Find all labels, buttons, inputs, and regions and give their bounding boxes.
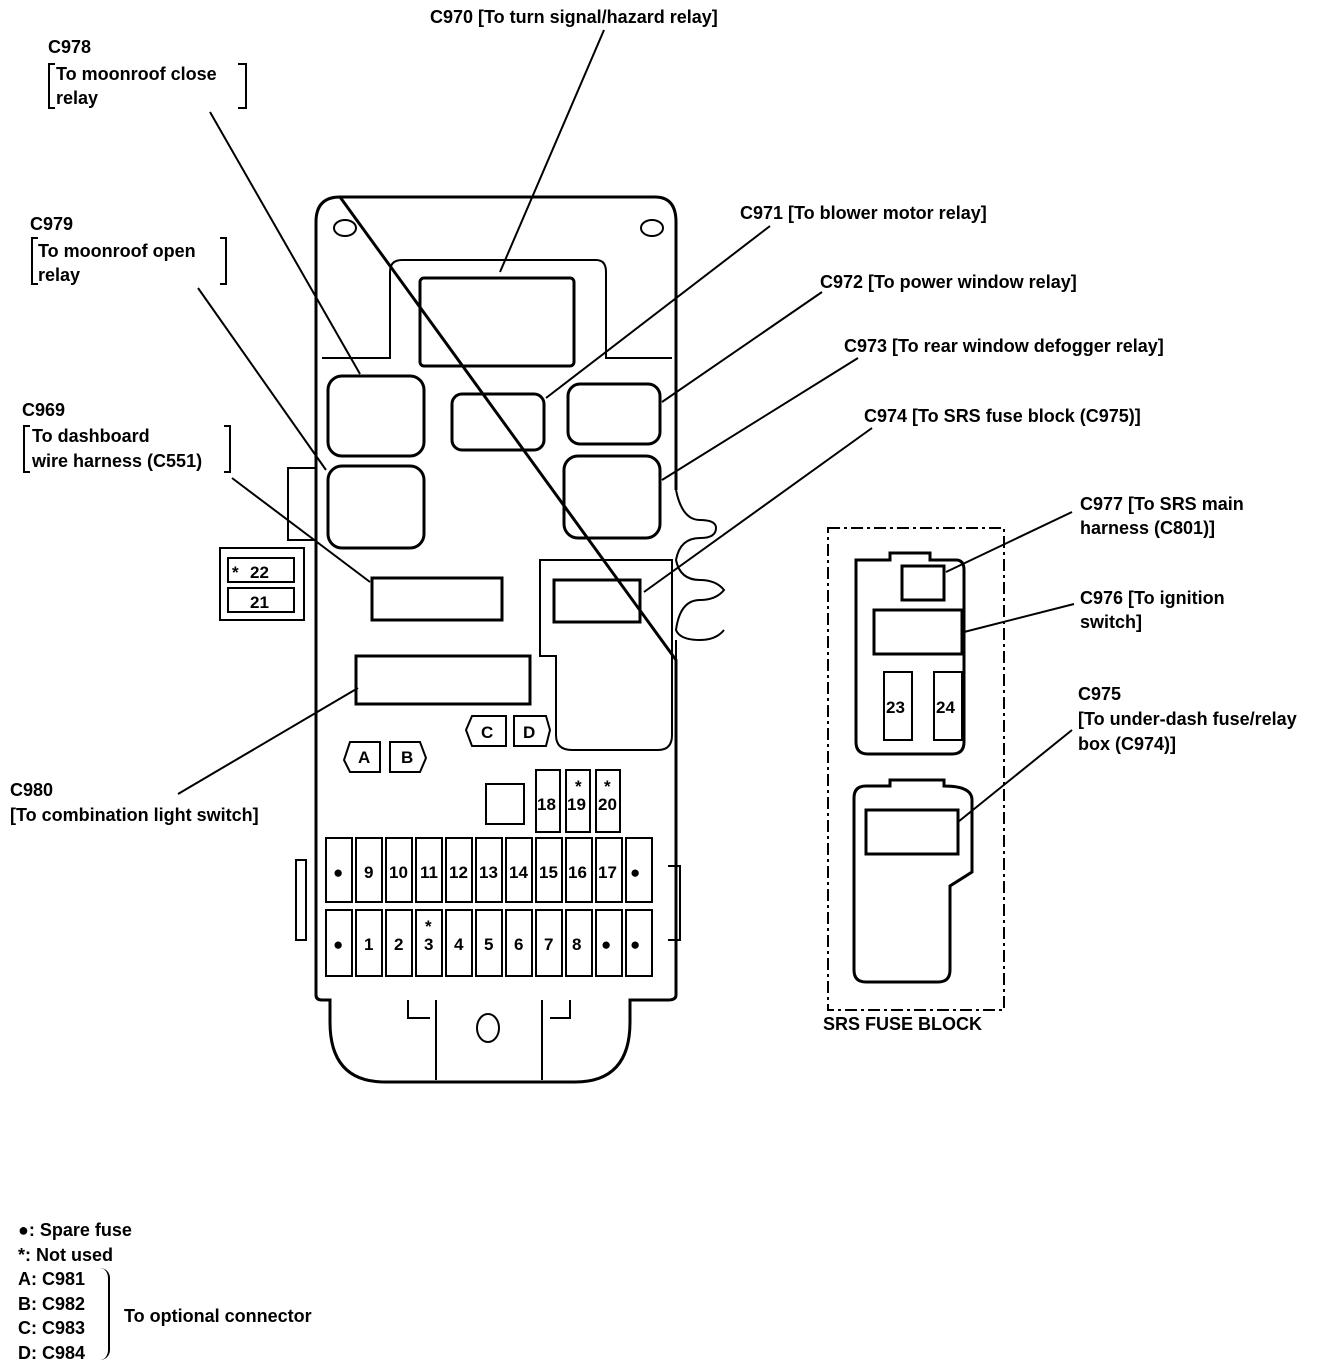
- callout-c971: C971 [To blower motor relay]: [740, 203, 987, 223]
- legend-d: D: C984: [18, 1342, 86, 1363]
- fuse-14: 14: [509, 863, 528, 882]
- callout-c979-line2: relay: [38, 265, 80, 285]
- fuse-2: 2: [394, 935, 403, 954]
- fuse-18: 18: [537, 795, 556, 814]
- fuse-3: 3: [424, 935, 433, 954]
- callout-c973: C973 [To rear window defogger relay]: [844, 336, 1164, 356]
- callout-c972: C972 [To power window relay]: [820, 272, 1077, 292]
- fuse-20: 20: [598, 795, 617, 814]
- unused-mark-19: *: [575, 777, 582, 796]
- connector-c980: [354, 654, 532, 706]
- callout-c969-line1: To dashboard: [32, 426, 150, 446]
- callout-c969-id: C969: [22, 400, 65, 420]
- callout-c980-id: C980: [10, 780, 53, 800]
- relay-c970: [418, 276, 576, 368]
- callout-c980-line1: [To combination light switch]: [10, 805, 259, 825]
- callout-c975-id: C975: [1078, 684, 1121, 704]
- fuse-10: 10: [389, 863, 408, 882]
- fuse-11: 11: [420, 863, 438, 882]
- connector-c-label: C: [481, 723, 493, 742]
- callout-c975-line2: box (C974)]: [1078, 734, 1176, 754]
- callout-c977-line2: harness (C801)]: [1080, 518, 1215, 538]
- fuse-9: 9: [364, 863, 373, 882]
- fuse-16: 16: [568, 863, 587, 882]
- upper-fuse-row: [535, 769, 621, 833]
- callout-c978-id: C978: [48, 37, 91, 57]
- legend-a: A: C981: [18, 1269, 86, 1289]
- fuse-22: 22: [250, 563, 269, 582]
- fuse-8: 8: [572, 935, 581, 954]
- connector-c969: [370, 576, 504, 622]
- fuse-grid: [325, 837, 653, 977]
- callout-c979-line1: To moonroof open: [38, 241, 196, 261]
- fuse-12: 12: [449, 863, 468, 882]
- callout-c976-line1: C976 [To ignition: [1080, 588, 1225, 608]
- fuse-4: 4: [454, 935, 464, 954]
- legend-spare-fuse: ●: Spare fuse: [18, 1220, 132, 1240]
- connector-c975-housing: [852, 778, 974, 984]
- connector-a-label: A: [358, 748, 370, 767]
- spare-fuse-mark: ●: [630, 935, 640, 954]
- fuse-1: 1: [364, 935, 373, 954]
- fuse-23: 23: [886, 698, 905, 717]
- legend-not-used: *: Not used: [18, 1244, 114, 1265]
- callout-c974: C974 [To SRS fuse block (C975)]: [864, 406, 1141, 426]
- connector-c977: [900, 564, 946, 602]
- legend-brace: [100, 1268, 110, 1360]
- callout-c977-line1: C977 [To SRS main: [1080, 494, 1244, 514]
- unused-mark-22: *: [232, 563, 239, 582]
- relay-c978: [326, 374, 426, 458]
- spare-fuse-mark: ●: [630, 863, 640, 882]
- fuse-24: 24: [936, 698, 955, 717]
- callout-c969-line2: wire harness (C551): [31, 451, 202, 471]
- connector-c974-housing: [539, 559, 673, 751]
- fuse-21: 21: [250, 593, 269, 612]
- unused-mark-3: *: [425, 917, 432, 936]
- connector-d-label: D: [523, 723, 535, 742]
- callout-c979-id: C979: [30, 214, 73, 234]
- callout-c978-line1: To moonroof close: [56, 64, 217, 84]
- relay-c971: [450, 392, 546, 452]
- fuse-6: 6: [514, 935, 523, 954]
- fuse-19: 19: [567, 795, 586, 814]
- legend-c: C: C983: [18, 1318, 86, 1338]
- connector-c974: [552, 578, 642, 624]
- spare-fuse-mark: ●: [601, 935, 611, 954]
- main-fuse-box: [219, 195, 726, 1084]
- callout-c976-line2: switch]: [1080, 612, 1142, 632]
- callout-c975-line1: [To under-dash fuse/relay: [1078, 709, 1297, 729]
- connector-c975: [864, 808, 960, 856]
- connector-c976: [872, 608, 964, 656]
- callout-c978-line2: relay: [56, 88, 98, 108]
- connector-b-label: B: [401, 748, 413, 767]
- fuse-17: 17: [598, 863, 617, 882]
- fuse-13: 13: [479, 863, 498, 882]
- callout-c970: C970 [To turn signal/hazard relay]: [430, 7, 718, 27]
- unused-mark-20: *: [604, 777, 611, 796]
- relay-c973: [562, 454, 662, 540]
- relay-c979: [326, 464, 426, 550]
- legend-b: B: C982: [18, 1293, 86, 1314]
- spare-fuse-mark: ●: [333, 863, 343, 882]
- srs-fuse-block: [827, 527, 1005, 1011]
- fuse-7: 7: [544, 935, 553, 954]
- leader-lines: [23, 29, 1075, 823]
- spare-fuse-mark: ●: [333, 935, 343, 954]
- legend-optional-connector: To optional connector: [124, 1306, 312, 1326]
- srs-fuse-block-title: SRS FUSE BLOCK: [823, 1014, 982, 1034]
- relay-c972: [566, 382, 662, 446]
- legend: ●: Spare fuse *: Not used A: C981 B: C98…: [18, 1218, 132, 1365]
- fuse-15: 15: [539, 863, 558, 882]
- fuse-5: 5: [484, 935, 493, 954]
